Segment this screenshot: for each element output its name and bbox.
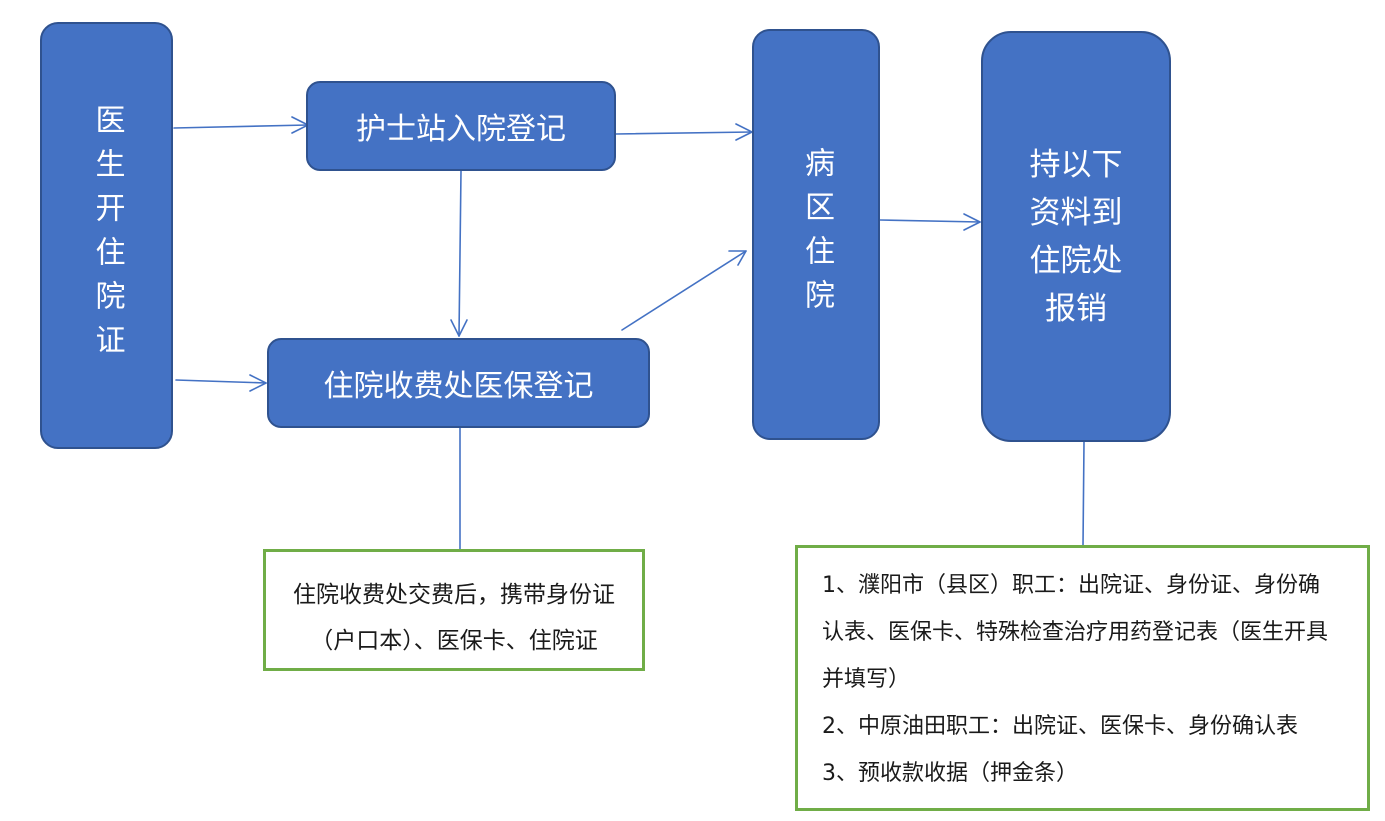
arrow-billing-to-ward — [621, 250, 747, 331]
arrow-ward-to-reimburse — [879, 219, 981, 223]
node-doctor-label: 医生开住院证 — [89, 103, 125, 368]
note-billing-line: （户口本）、医保卡、住院证 — [310, 628, 598, 654]
node-ward-label: 病区住院 — [799, 146, 834, 323]
arrow-head — [735, 123, 753, 141]
node-reimburse: 持以下 资料到 住院处 报销 — [981, 31, 1171, 442]
note-reimburse-line: 1、濮阳市（县区）职工：出院证、身份证、身份确 — [822, 573, 1320, 598]
arrow-head — [249, 374, 267, 392]
line-reimburse-to-note — [1082, 441, 1085, 547]
node-reimburse-line: 报销 — [1045, 290, 1107, 327]
node-ward: 病区住院 — [752, 29, 880, 440]
note-reimburse-line: 2、中原油田职工：出院证、医保卡、身份确认表 — [822, 714, 1298, 739]
note-billing: 住院收费处交费后，携带身份证 （户口本）、医保卡、住院证 — [263, 549, 645, 671]
node-reimburse-line: 资料到 — [1029, 194, 1123, 231]
node-doctor: 医生开住院证 — [40, 22, 173, 449]
note-billing-line: 住院收费处交费后，携带身份证 — [293, 582, 615, 608]
note-reimburse-line: 认表、医保卡、特殊检查治疗用药登记表（医生开具 — [822, 620, 1329, 645]
node-billing-office: 住院收费处医保登记 — [267, 338, 650, 428]
node-reimburse-line: 持以下 — [1029, 146, 1123, 183]
note-reimburse-line: 并填写） — [822, 667, 911, 692]
arrow-head — [450, 319, 468, 337]
arrow-nurse-station-to-ward — [615, 131, 753, 135]
arrow-head — [728, 250, 747, 266]
node-nurse-station: 护士站入院登记 — [306, 81, 616, 171]
node-reimburse-line: 住院处 — [1029, 242, 1123, 279]
arrow-doctor-to-billing — [175, 379, 267, 384]
arrow-head — [963, 213, 981, 231]
node-billing-office-label: 住院收费处医保登记 — [323, 369, 594, 404]
arrow-nurse-station-to-billing — [458, 170, 462, 337]
note-reimburse-line: 3、预收款收据（押金条） — [822, 761, 1078, 786]
note-reimburse: 1、濮阳市（县区）职工：出院证、身份证、身份确 认表、医保卡、特殊检查治疗用药登… — [795, 545, 1370, 811]
node-nurse-station-label: 护士站入院登记 — [356, 112, 566, 147]
arrow-doctor-to-nurse-station — [173, 124, 309, 129]
